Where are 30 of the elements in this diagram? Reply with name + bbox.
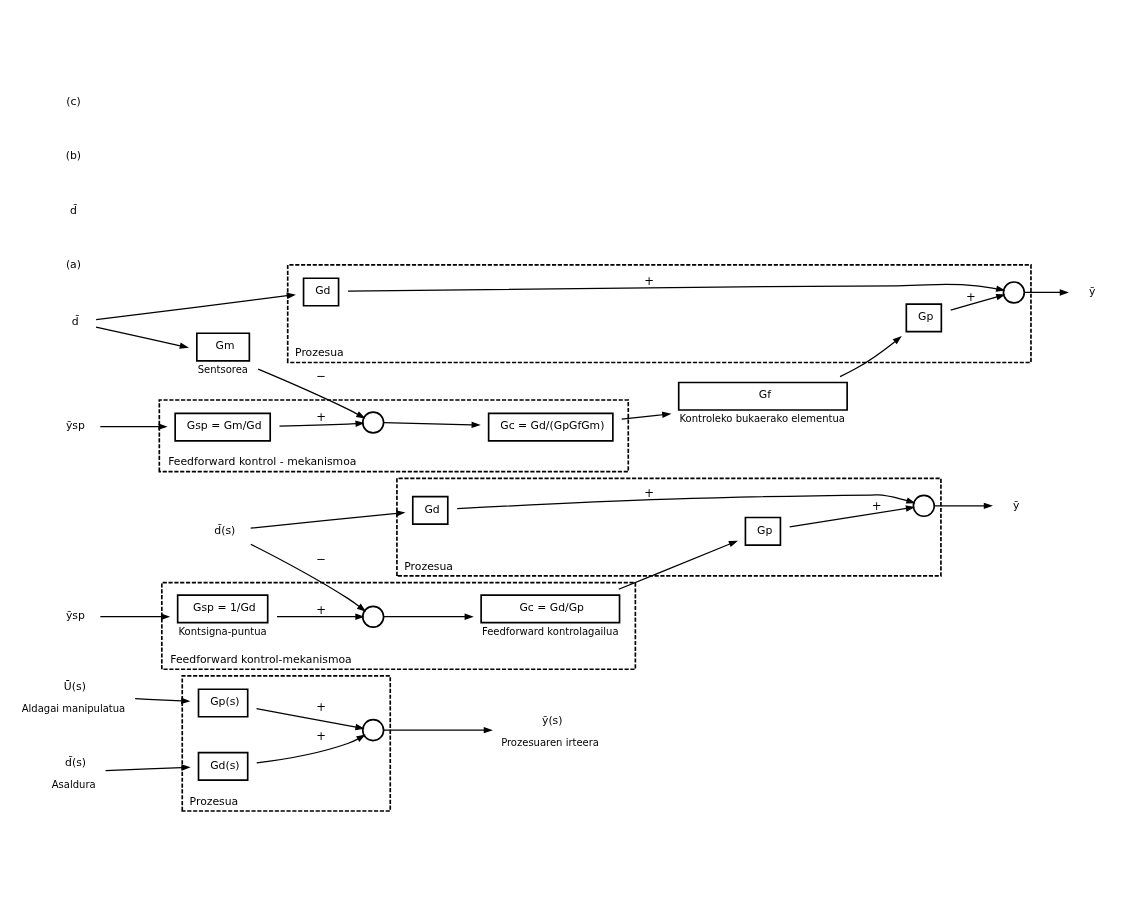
edge-label: + (316, 700, 326, 715)
edge-label: + (316, 409, 326, 424)
node-text: ȳ(s) (541, 714, 563, 728)
node-label: Sentsorea (197, 363, 248, 375)
node-label: Kontroleko bukaerako elementua (679, 413, 845, 425)
node-label: Kontsigna-puntua (178, 625, 267, 637)
node-label: Feedforward kontrolagailua (481, 625, 619, 637)
node-label: Aldagai manipulatua (21, 703, 126, 715)
node-text: d̄(s) (65, 756, 87, 770)
edge-label: + (316, 602, 326, 617)
label: (b) (65, 149, 82, 163)
edge-label: + (644, 274, 655, 289)
node-text: d̄ (71, 315, 79, 329)
edge-label: + (644, 485, 655, 500)
node-label: Asaldura (51, 779, 96, 791)
label: (a) (65, 257, 81, 271)
node-label: Prozesuaren irteera (501, 737, 599, 749)
label: (c) (66, 95, 81, 109)
node-text: ȳ (1088, 285, 1096, 299)
edge-label: − (316, 551, 326, 566)
edge-label: + (316, 729, 326, 744)
edge-label: + (871, 499, 882, 514)
edge-label: + (966, 289, 976, 304)
edge-label: − (316, 369, 326, 384)
node-text: ȳ (1013, 498, 1020, 512)
node-text: ȳsp (65, 609, 85, 623)
node-text: d̄(s) (214, 523, 236, 537)
node-text: Ū(s) (63, 680, 86, 694)
label: d̄ (70, 203, 77, 217)
node-text: ȳsp (65, 419, 85, 433)
